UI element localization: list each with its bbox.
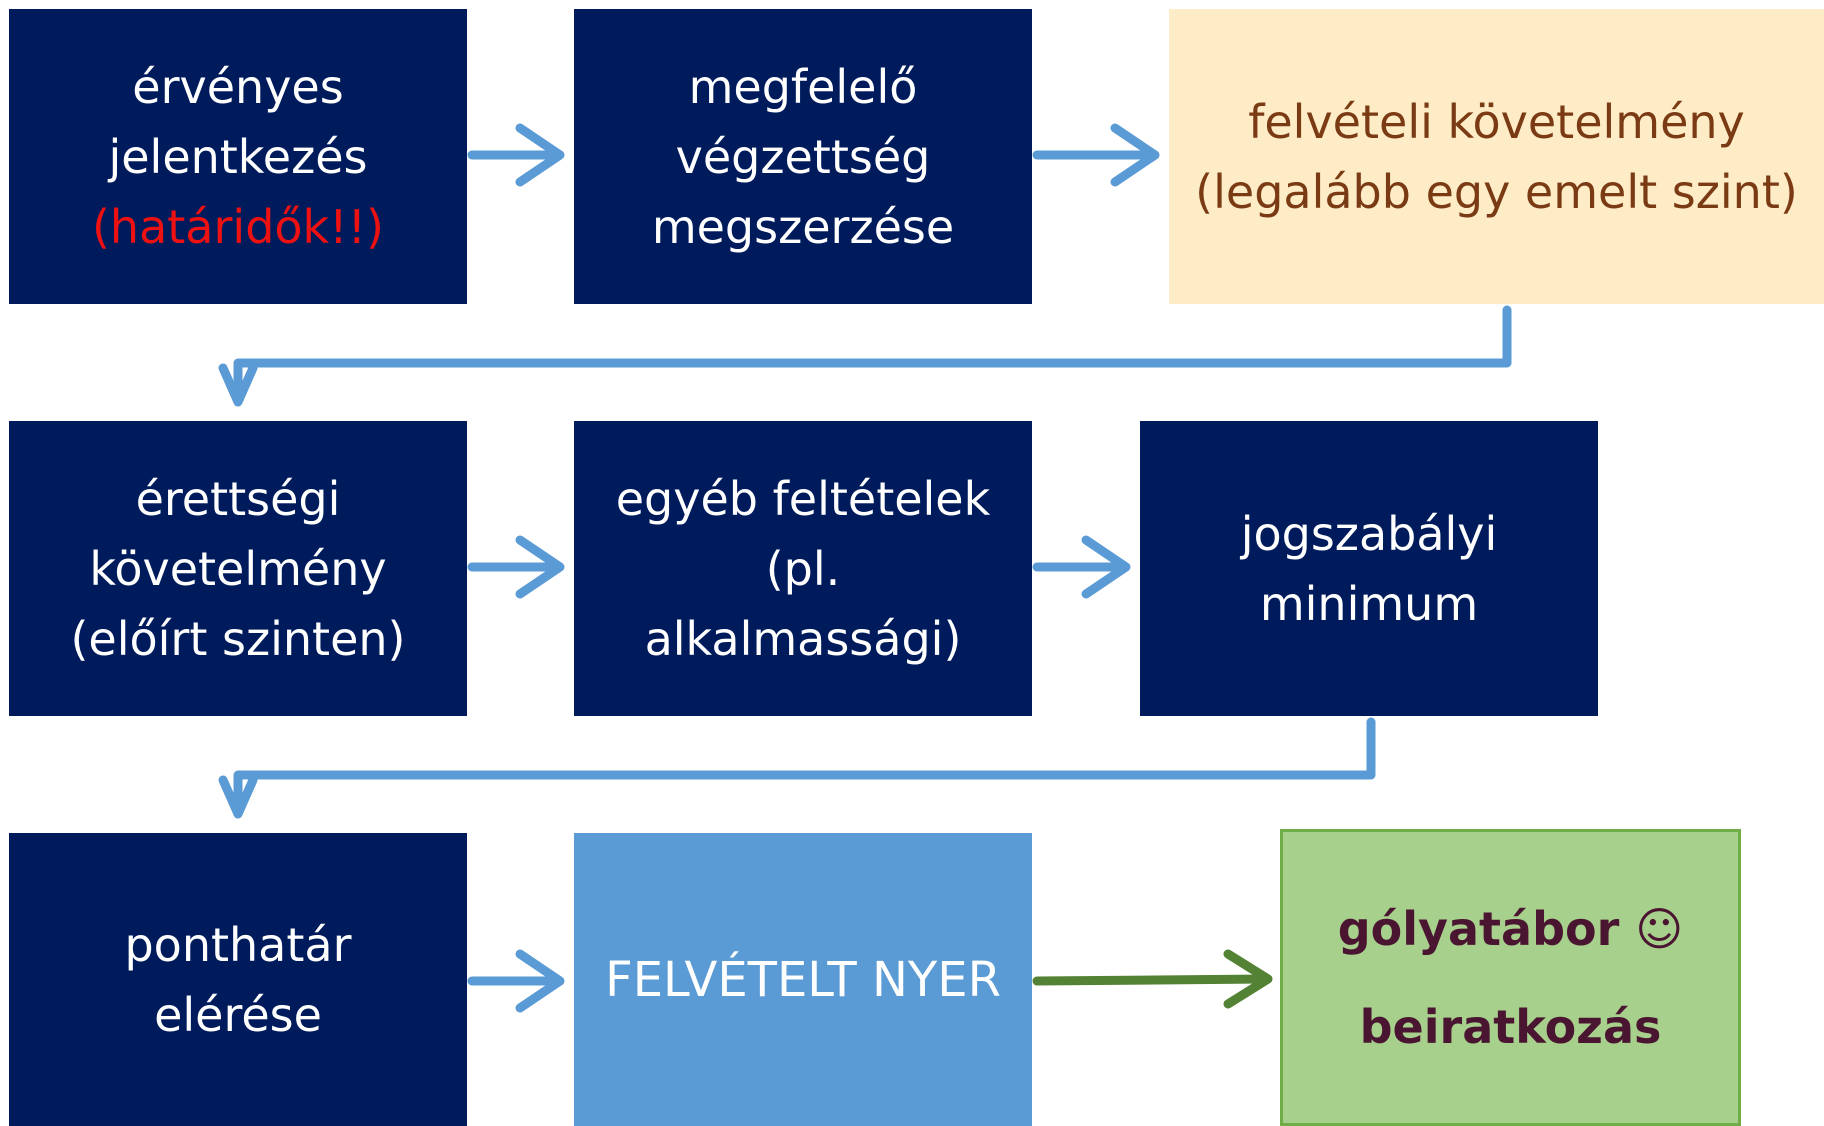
freshman-camp-label: gólyatábor ☺ [1337,901,1684,956]
step-valid-application: érvényes jelentkezés (határidők!!) [9,9,467,304]
arrow-row2-2 [1032,535,1131,599]
connector-row2-row3 [218,717,1376,819]
step-label-line2: jelentkezés [108,129,368,184]
step-label-line3: megszerzése [651,199,955,254]
step-score-threshold: ponthatár elérése [9,833,467,1126]
step-label-line2: (pl. [765,541,841,596]
enrollment-label: beiratkozás [1359,999,1662,1054]
arrow-row1-1 [467,123,565,187]
arrow-row3-1 [467,949,565,1013]
admitted-label: FELVÉTELT NYER [605,951,1001,1008]
step-label-line2: végzettség [675,129,931,184]
deadline-warning: (határidők!!) [91,199,384,254]
step-label-line1: ponthatár [124,917,352,972]
step-label-line1: megfelelő [688,59,918,114]
step-legal-minimum: jogszabályi minimum [1140,421,1598,716]
step-label-line2: elérése [154,987,322,1042]
step-other-conditions: egyéb feltételek (pl. alkalmassági) [574,421,1032,716]
step-label-line1: érvényes [132,59,344,114]
step-label-line1: jogszabályi [1240,506,1498,561]
step-qualification: megfelelő végzettség megszerzése [574,9,1032,304]
step-label-line2: követelmény [89,541,387,596]
step-label-line2: minimum [1259,576,1479,631]
step-freshman-camp-enrollment: gólyatábor ☺ beiratkozás [1280,829,1741,1126]
step-label-line3: alkalmassági) [644,611,962,666]
step-label-line3: (előírt szinten) [70,611,406,666]
arrow-row2-1 [467,535,565,599]
step-label-line1: érettségi [135,471,341,526]
connector-row1-row2 [218,305,1512,407]
step-admitted: FELVÉTELT NYER [574,833,1032,1126]
step-label-line2: (legalább egy emelt szint) [1195,164,1798,219]
step-matura-requirement: érettségi követelmény (előírt szinten) [9,421,467,716]
arrow-row1-2 [1032,123,1160,187]
step-label-line1: felvételi követelmény [1248,94,1745,149]
arrow-row3-2-green [1032,949,1273,1009]
step-admission-requirement: felvételi követelmény (legalább egy emel… [1169,9,1824,304]
step-label-line1: egyéb feltételek [615,471,991,526]
